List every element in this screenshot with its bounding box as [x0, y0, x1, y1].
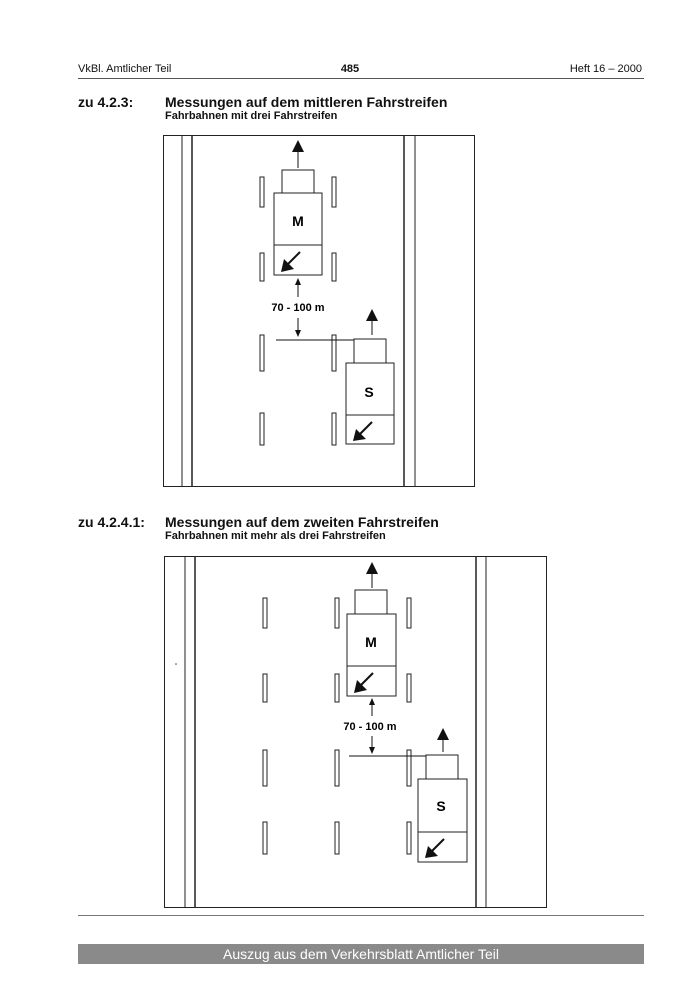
- section-1-title: Messungen auf dem mittleren Fahrstreifen: [165, 94, 448, 110]
- diagram-1-label-s: S: [364, 384, 373, 400]
- footer-banner: Auszug aus dem Verkehrsblatt Amtlicher T…: [78, 944, 644, 964]
- diagram-1-distance-label: 70 - 100 m: [271, 302, 324, 314]
- diagram-1-vehicle-m: [273, 140, 323, 276]
- section-2-title: Messungen auf dem zweiten Fahrstreifen: [165, 514, 439, 530]
- diagram-2-vehicle-m: [346, 562, 397, 697]
- section-2-number: zu 4.2.4.1:: [78, 514, 145, 530]
- header-issue: Heft 16 – 2000: [569, 63, 642, 75]
- diagram-2-distance-label: 70 - 100 m: [343, 721, 396, 733]
- diagram-1-label-m: M: [292, 213, 304, 229]
- diagram-1-lane-markings: [259, 176, 337, 446]
- footer-divider: [78, 915, 644, 916]
- diagram-1-distance-marker: [276, 278, 361, 341]
- diagram-2-label-s: S: [436, 798, 445, 814]
- diagram-2-lane-markings: [262, 597, 412, 855]
- section-1-subtitle: Fahrbahnen mit drei Fahrstreifen: [165, 110, 338, 122]
- section-1-number: zu 4.2.3:: [78, 94, 134, 110]
- section-2-subtitle: Fahrbahnen mit mehr als drei Fahrstreife…: [165, 530, 386, 542]
- diagram-2-speck: [175, 663, 177, 665]
- page-number: 485: [340, 63, 360, 75]
- header-publication: VkBl. Amtlicher Teil: [78, 63, 172, 75]
- diagram-2-vehicle-s: [417, 728, 468, 863]
- section-1-diagram: M 70 - 100 m S: [163, 135, 475, 487]
- section-2-diagram: M 70 - 100 m S: [164, 556, 547, 908]
- header-divider: [78, 78, 644, 79]
- diagram-2-distance-marker: [349, 698, 434, 757]
- diagram-1-vehicle-s: [345, 309, 395, 445]
- diagram-2-label-m: M: [365, 634, 377, 650]
